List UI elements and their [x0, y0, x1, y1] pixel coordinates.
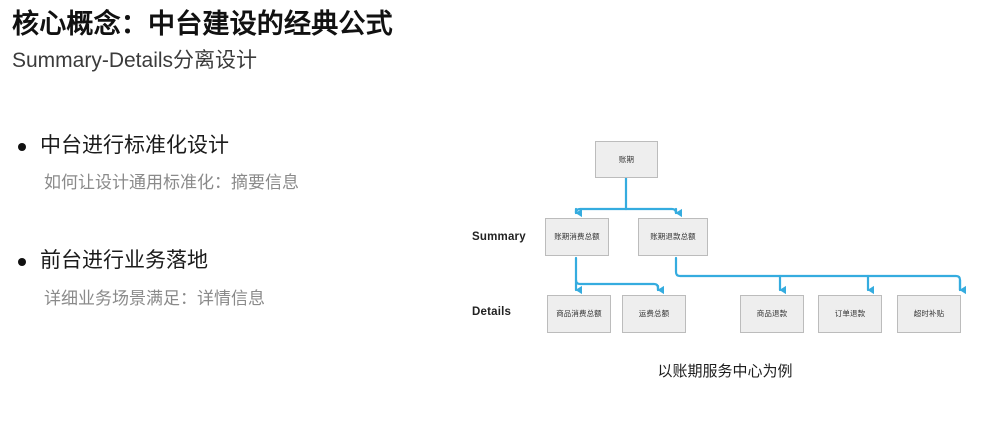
diagram-node-details-3[interactable]: 商品退款 — [740, 295, 804, 333]
diagram-node-details-4[interactable]: 订单退款 — [818, 295, 882, 333]
bullet-subtext: 如何让设计通用标准化：摘要信息 — [44, 173, 299, 193]
bullet-list: 中台进行标准化设计 如何让设计通用标准化：摘要信息 前台进行业务落地 详细业务场… — [14, 132, 444, 311]
diagram-caption: 以账期服务中心为例 — [657, 363, 793, 380]
row-label-details: Details — [472, 306, 512, 318]
diagram-node-details-5[interactable]: 超时补贴 — [897, 295, 961, 333]
bullet-dot-icon — [18, 258, 26, 267]
bullet-title: 前台进行业务落地 — [40, 249, 208, 273]
diagram-node-details-1[interactable]: 商品消费总额 — [547, 295, 611, 333]
page-title: 核心概念：中台建设的经典公式 — [12, 9, 393, 39]
diagram-node-root[interactable]: 账期 — [595, 141, 658, 178]
summary-details-diagram: Summary Details 账期 账期消费总额 账期退款总额 商品消费总额 … — [450, 120, 1000, 400]
page-subtitle: Summary-Details分离设计 — [12, 48, 258, 72]
diagram-connectors — [574, 176, 966, 295]
list-item: 中台进行标准化设计 如何让设计通用标准化：摘要信息 — [14, 132, 444, 195]
diagram-node-summary-1[interactable]: 账期消费总额 — [545, 218, 609, 256]
bullet-dot-icon — [18, 143, 26, 151]
diagram-node-details-2[interactable]: 运费总额 — [622, 295, 686, 333]
bullet-title: 中台进行标准化设计 — [40, 134, 229, 157]
row-label-summary: Summary — [472, 231, 526, 243]
list-item: 前台进行业务落地 详细业务场景满足：详情信息 — [14, 247, 444, 310]
heading-block: 核心概念：中台建设的经典公式 Summary-Details分离设计 — [12, 8, 652, 74]
bullet-subtext: 详细业务场景满足：详情信息 — [44, 288, 265, 308]
diagram-node-summary-2[interactable]: 账期退款总额 — [638, 218, 708, 256]
